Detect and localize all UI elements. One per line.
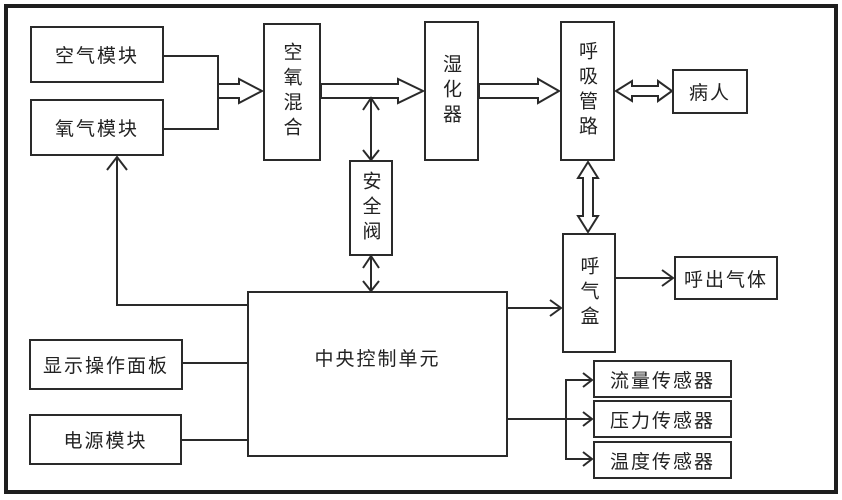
arrowhead-pressure-sensor (582, 411, 594, 427)
arrowhead-valve-top-down (362, 149, 380, 162)
node-exhaled-gas-label: 呼出气体 (683, 268, 768, 291)
arrowhead-flow-sensor (582, 372, 594, 388)
node-patient: 病人 (672, 69, 748, 114)
arrowhead-valve-bottom-down (362, 280, 380, 293)
node-central-control-unit-label: 中央控制单元 (314, 347, 441, 370)
arrowhead-oxygen-up (106, 155, 128, 171)
node-central-control-unit: 中央控制单元 (247, 291, 508, 457)
node-exhalation-box-label: 呼气盒 (577, 255, 600, 331)
node-breathing-circuit-label: 呼吸管路 (576, 41, 598, 141)
edge-hollow-double-arrow-circuit-exhalation (576, 160, 600, 234)
node-air-oxygen-mix: 空氧混合 (263, 23, 321, 161)
arrowhead-exhaled-gas (661, 269, 675, 287)
node-air-module-label: 空气模块 (54, 45, 139, 67)
edge-hollow-arrow-humidifier-to-circuit (478, 77, 562, 105)
edge-oxygen-to-merge (164, 94, 219, 130)
arrowhead-valve-bottom-up (362, 254, 380, 269)
node-flow-sensor: 流量传感器 (593, 360, 732, 398)
node-power-module-label: 电源模块 (63, 430, 148, 452)
node-flow-sensor-label: 流量传感器 (609, 369, 715, 392)
node-display-panel-label: 显示操作面板 (42, 355, 169, 377)
node-exhaled-gas: 呼出气体 (674, 256, 778, 300)
node-oxygen-module-label: 氧气模块 (54, 118, 139, 140)
node-power-module: 电源模块 (29, 414, 182, 465)
arrowhead-exhalation (549, 299, 563, 317)
node-safety-valve: 安全阀 (349, 160, 393, 256)
node-air-module: 空气模块 (30, 26, 164, 83)
node-air-oxygen-mix-label: 空氧混合 (280, 42, 303, 142)
edge-hollow-arrow-mix-to-humidifier (320, 77, 426, 105)
node-temperature-sensor-label: 温度传感器 (609, 450, 715, 473)
node-patient-label: 病人 (688, 82, 731, 104)
node-temperature-sensor: 温度传感器 (593, 441, 732, 479)
node-oxygen-module: 氧气模块 (30, 99, 164, 156)
node-pressure-sensor: 压力传感器 (593, 400, 732, 438)
node-exhalation-box: 呼气盒 (562, 233, 616, 353)
node-safety-valve-label: 安全阀 (359, 170, 382, 246)
edge-air-to-merge (164, 55, 219, 89)
arrowhead-temperature-sensor (582, 451, 594, 467)
edge-control-to-oxygen (116, 157, 247, 306)
edge-hollow-double-arrow-circuit-patient (614, 79, 674, 103)
edge-hollow-arrow-to-mix (217, 77, 265, 105)
node-humidifier-label: 湿化器 (440, 53, 462, 129)
node-display-panel: 显示操作面板 (29, 339, 183, 390)
arrowhead-valve-top-up (362, 96, 380, 111)
node-pressure-sensor-label: 压力传感器 (609, 409, 715, 432)
